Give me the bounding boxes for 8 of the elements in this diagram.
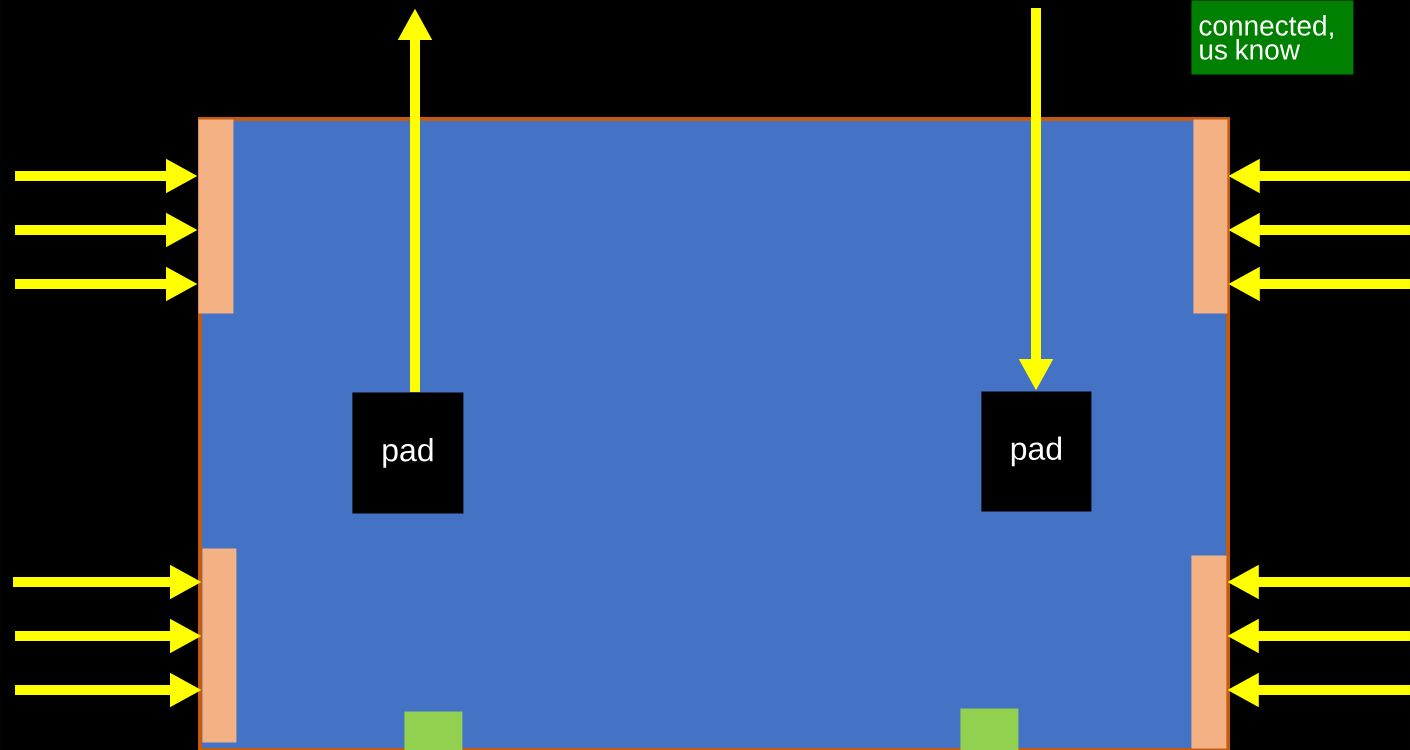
connector-strip <box>198 119 234 314</box>
pad-box: pad <box>981 391 1092 512</box>
connector-strip <box>202 548 237 743</box>
circuit-board <box>198 117 1230 750</box>
note-box: connected, us know <box>1191 0 1354 75</box>
pad-box: pad <box>352 392 464 514</box>
connector-strip <box>1193 119 1228 314</box>
connector-strip <box>1191 555 1227 749</box>
